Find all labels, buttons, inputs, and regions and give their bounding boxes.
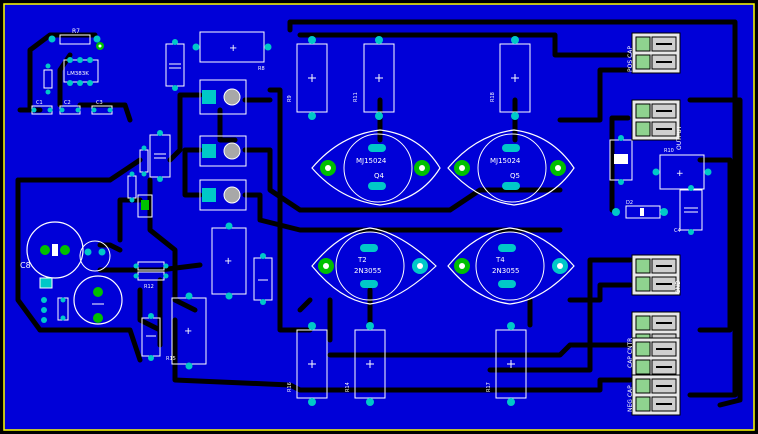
capacitor-medium (73, 275, 123, 325)
label-r12: R12 (144, 284, 154, 290)
label-q5: Q5 (510, 172, 520, 180)
label-r18: R18 (490, 92, 496, 102)
label-r9: R9 (287, 95, 293, 102)
capacitor-c9 (149, 130, 171, 182)
label-lm383k: LM383K (67, 71, 89, 77)
capacitor-c8: C8 (20, 221, 84, 279)
right-side-parts: + R10 D2 C4 (609, 135, 712, 235)
capacitor-c10 (253, 253, 273, 305)
svg-text:+: + (224, 256, 232, 267)
label-t2: T2 (357, 256, 367, 264)
svg-text:+: + (229, 43, 237, 54)
label-r17: R17 (486, 382, 492, 392)
label-gnd: GND (675, 280, 682, 294)
label-r11: R11 (353, 92, 359, 102)
svg-text:+: + (676, 169, 684, 179)
label-c2: C2 (64, 100, 71, 106)
label-r10: R10 (664, 148, 674, 154)
label-c1: C1 (36, 100, 43, 106)
ic-lm383k: LM383K (63, 57, 99, 86)
svg-text:+: + (184, 326, 192, 337)
label-c8: C8 (20, 261, 31, 270)
label-r15: R15 (166, 356, 176, 362)
resistors-vertical-small (127, 145, 153, 218)
label-r16: R16 (287, 382, 293, 392)
label-t4: T4 (495, 256, 505, 264)
terminal-gnd (631, 254, 681, 296)
label-2n3055-left: 2N3055 (354, 267, 382, 275)
terminal-pos-cap (631, 32, 681, 74)
label-pos-cap: POS CAP (627, 46, 634, 72)
label-r12b: R14 (345, 382, 351, 392)
label-d2: D2 (626, 200, 633, 206)
resistors-mid-left: R12 (133, 261, 169, 290)
label-neg-cap: NEG CAP (627, 385, 634, 412)
terminal-cap-cntr-2 (631, 337, 681, 379)
driver-transistors (199, 79, 247, 211)
label-q4: Q4 (374, 172, 385, 180)
label-r7: R7 (72, 28, 80, 35)
capacitor-small-c8 (79, 240, 111, 272)
label-mj15024-right: MJ15024 (490, 157, 521, 165)
label-c4: C4 (674, 228, 681, 234)
transistor-q5: MJ15024 Q5 (447, 129, 575, 206)
terminal-neg-cap (631, 374, 681, 416)
resistor-r8: + R8 (192, 31, 272, 72)
capacitor-top-driver (165, 39, 185, 91)
label-cap-cntr: CAP CNTR (627, 338, 634, 368)
resistor-r13: + (211, 222, 247, 300)
terminal-output (631, 99, 681, 141)
label-output: OUTPUT (676, 125, 683, 150)
label-2n3055-right: 2N3055 (492, 267, 520, 275)
resistor-r15: + R15 (141, 292, 207, 370)
small-parts-left (39, 277, 69, 323)
label-mj15024-left: MJ15024 (356, 157, 387, 165)
label-r8: R8 (258, 66, 265, 72)
label-c3: C3 (96, 100, 103, 106)
components: R7 LM383K C1 C2 C3 (20, 28, 712, 416)
transistor-t2: T2 2N3055 (311, 227, 437, 305)
transistor-q4: MJ15024 Q4 (311, 129, 441, 206)
transistor-t4: T4 2N3055 (447, 227, 575, 305)
small-caps-left: C1 C2 C3 (31, 63, 113, 115)
resistors-top-row: R9 R11 R18 (287, 35, 531, 121)
resistor-r7: R7 (48, 28, 104, 50)
resistors-bottom-row: R16 R14 R17 (287, 321, 527, 407)
